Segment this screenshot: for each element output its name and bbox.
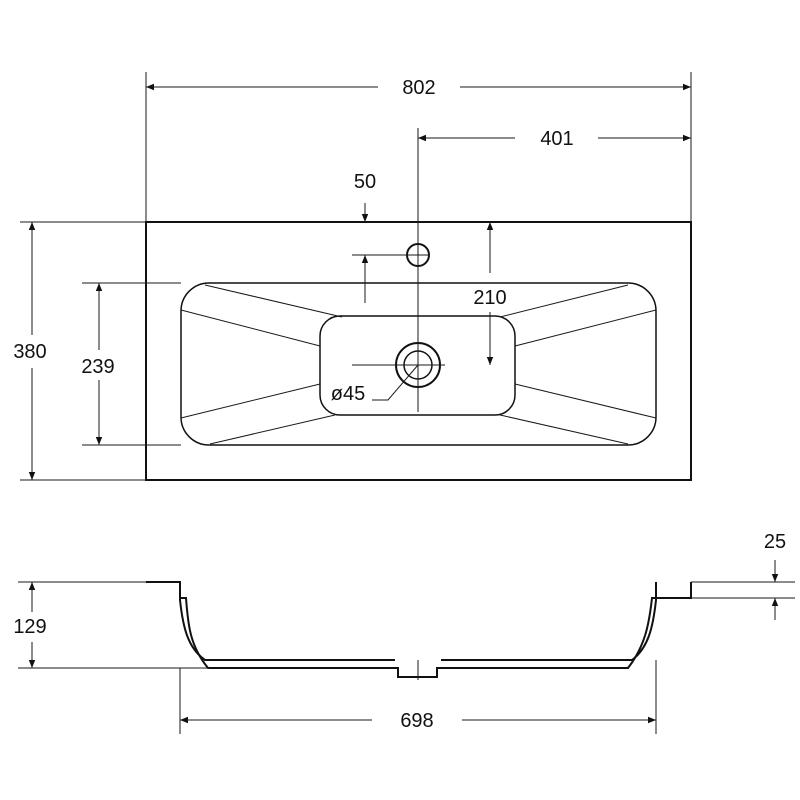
extension-lines [20,72,692,481]
dim-half-width: 401 [418,128,691,150]
dim-bottom-width: 698 [180,710,656,732]
dim-overall-depth: 380 [13,222,47,480]
drain-leader [372,364,419,401]
dim-height: 129 [13,582,47,668]
side-profile-inner [179,582,657,661]
dim-rim-thickness-label: 25 [764,531,786,553]
dim-overall-width-label: 802 [402,77,435,99]
dim-bowl-depth: 239 [81,283,115,445]
dim-drain-offset-label: 210 [473,287,506,309]
dim-overall-depth-label: 380 [13,341,46,363]
dim-bottom-width-label: 698 [400,710,433,732]
dim-rim-thickness: 25 [764,531,786,620]
dim-tap-offset-label: 50 [354,171,376,193]
dim-drain-diameter-label: ø45 [331,383,365,405]
dim-half-width-label: 401 [540,128,573,150]
top-view [145,128,692,481]
dim-drain-offset: 210 [473,222,507,365]
side-extension-lines [18,581,795,734]
side-profile [146,581,692,678]
dim-tap-offset: 50 [354,171,376,303]
dim-overall-width: 802 [146,77,691,99]
bowl-slope-lines [180,284,657,445]
dim-height-label: 129 [13,616,46,638]
side-view [146,581,692,680]
dim-bowl-depth-label: 239 [81,356,114,378]
